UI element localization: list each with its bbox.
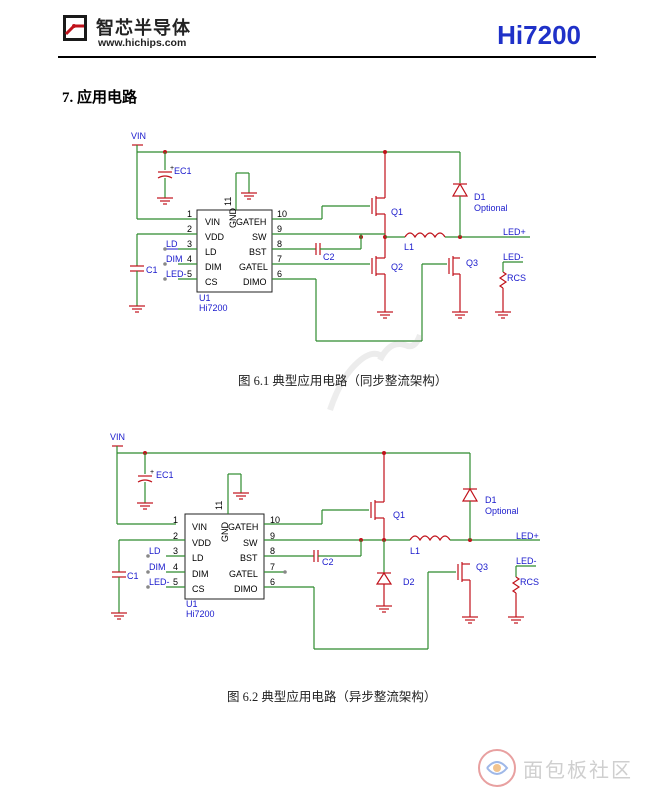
d1-optional-label: Optional [474,203,508,213]
svg-text:LD: LD [192,553,204,563]
svg-text:5: 5 [173,577,178,587]
svg-text:SW: SW [243,538,258,548]
company-url: www.hichips.com [98,37,187,49]
led-minus-label: LED- [503,252,524,262]
svg-text:GND: GND [220,522,230,543]
u1-label: U1 [199,293,211,303]
svg-text:VIN: VIN [192,522,207,532]
svg-text:9: 9 [270,531,275,541]
svg-text:11: 11 [223,197,233,206]
rcs-label: RCS [507,273,526,283]
vin-label-2: VIN [110,432,125,442]
svg-text:2: 2 [173,531,178,541]
svg-text:8: 8 [277,239,282,249]
c1-label: C1 [146,265,158,275]
svg-text:LD: LD [205,247,217,257]
svg-text:7: 7 [277,254,282,264]
svg-text:GATEH: GATEH [236,217,266,227]
svg-text:2: 2 [187,224,192,234]
svg-text:DIM: DIM [192,569,209,579]
svg-text:7: 7 [270,562,275,572]
c1-label-2: C1 [127,571,139,581]
u1-label-2: U1 [186,599,198,609]
header-rule [58,56,596,58]
svg-text:3: 3 [187,239,192,249]
svg-text:4: 4 [187,254,192,264]
svg-text:1: 1 [187,209,192,219]
svg-text:CS: CS [205,277,218,287]
figure-1-caption: 图 6.1 典型应用电路（同步整流架构） [238,374,448,388]
svg-text:VIN: VIN [205,217,220,227]
ec1-label-2: EC1 [156,470,174,480]
svg-text:1: 1 [173,515,178,525]
svg-text:10: 10 [277,209,287,219]
led-plus-label-2: LED+ [516,531,539,541]
q2-label: Q2 [391,262,403,272]
q1-label-2: Q1 [393,510,405,520]
svg-text:11: 11 [214,501,224,510]
svg-text:BST: BST [249,247,267,257]
svg-text:4: 4 [173,562,178,572]
svg-text:5: 5 [187,269,192,279]
product-name: Hi7200 [497,20,581,50]
q1-label: Q1 [391,207,403,217]
vin-label: VIN [131,131,146,141]
svg-text:CS: CS [192,584,205,594]
dim-net-label: DIM [166,254,183,264]
svg-text:10: 10 [270,515,280,525]
page-header: 智芯半导体 www.hichips.com Hi7200 [0,0,651,60]
svg-text:9: 9 [277,224,282,234]
led-minus-label-2: LED- [516,556,537,566]
svg-text:+: + [170,165,174,172]
svg-text:+: + [150,469,154,476]
figure-2-caption: 图 6.2 典型应用电路（异步整流架构） [227,690,437,704]
schematic-figure-2: VIN + EC1 VIN VDD LD DIM CS GATEH SW BST… [110,432,540,650]
svg-text:BST: BST [240,553,258,563]
c2-label-2: C2 [322,557,334,567]
schematic-figure-1: VIN + EC1 VIN VDD LD DIM CS GATEH SW BST… [129,131,530,342]
svg-text:GND: GND [228,208,238,229]
l1-label-2: L1 [410,546,420,556]
ld-net-label-2: LD [149,546,161,556]
q3-label: Q3 [466,258,478,268]
c2-label: C2 [323,252,335,262]
ledm-net-label: LED- [166,269,187,279]
svg-text:8: 8 [270,546,275,556]
company-logo-icon [63,15,87,41]
d1-optional-label-2: Optional [485,506,519,516]
ec1-label: EC1 [174,166,192,176]
d1-label: D1 [474,192,486,202]
ledm-net-label-2: LED- [149,577,170,587]
svg-text:GATEL: GATEL [229,569,258,579]
svg-text:GATEH: GATEH [228,522,258,532]
svg-text:VDD: VDD [192,538,212,548]
dim-net-label-2: DIM [149,562,166,572]
svg-text:DIMO: DIMO [243,277,267,287]
ic-u1-body [196,209,273,293]
section-title: 7. 应用电路 [62,90,138,106]
watermark-logo-icon [478,749,516,787]
svg-text:DIM: DIM [205,262,222,272]
faint-watermark-strokes [327,333,423,411]
company-name: 智芯半导体 [96,18,191,39]
rcs-label-2: RCS [520,577,539,587]
part-label: Hi7200 [199,303,228,313]
svg-text:DIMO: DIMO [234,584,258,594]
q3-label-2: Q3 [476,562,488,572]
svg-text:SW: SW [252,232,267,242]
svg-text:GATEL: GATEL [239,262,268,272]
d1-label-2: D1 [485,495,497,505]
led-plus-label: LED+ [503,227,526,237]
svg-text:6: 6 [277,269,282,279]
site-watermark: 面包板社区 [477,748,633,788]
svg-text:VDD: VDD [205,232,225,242]
l1-label: L1 [404,242,414,252]
part-label-2: Hi7200 [186,609,215,619]
svg-text:6: 6 [270,577,275,587]
watermark-text: 面包板社区 [523,757,633,782]
d2-label-2: D2 [403,577,415,587]
ld-net-label: LD [166,239,178,249]
svg-text:3: 3 [173,546,178,556]
